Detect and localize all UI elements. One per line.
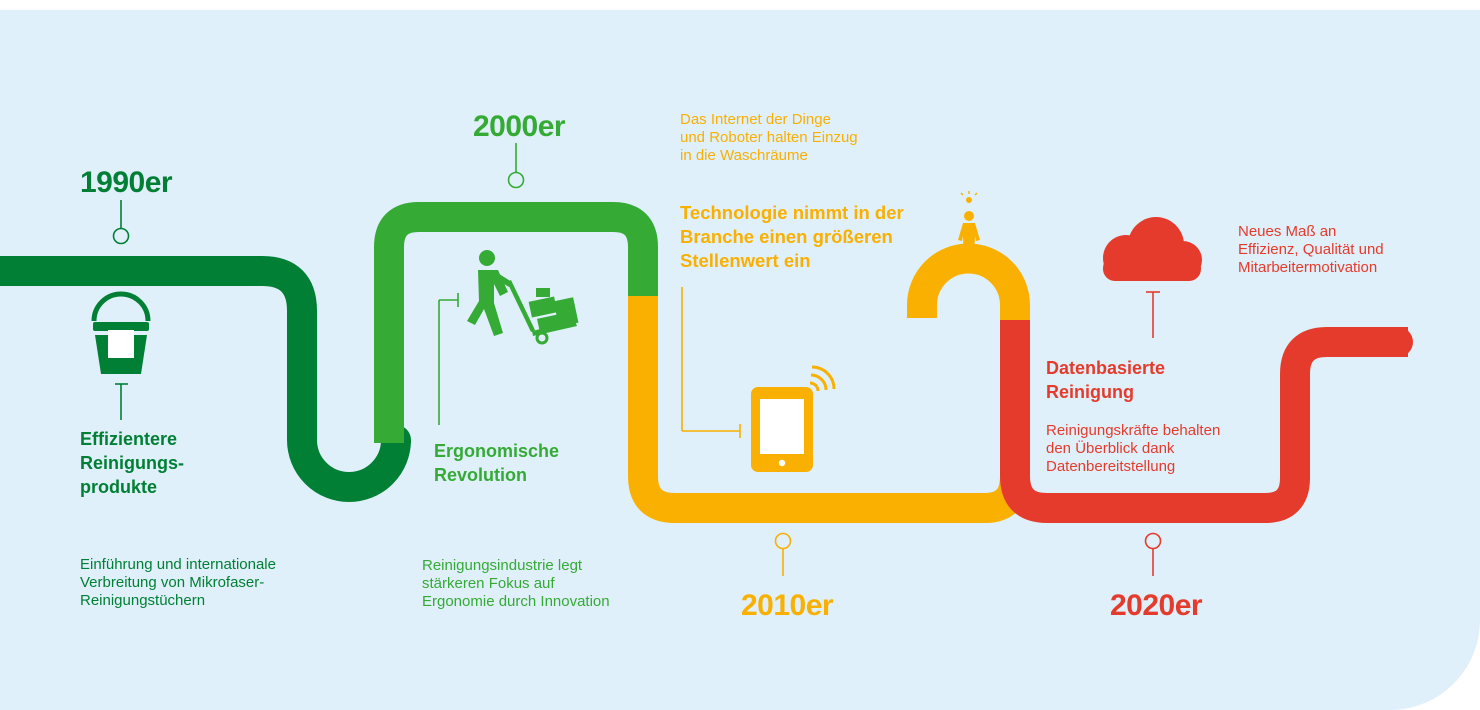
description-line: Reinigungsindustrie legt — [422, 557, 583, 574]
pin-2000s — [507, 143, 525, 189]
tablet-signal-icon — [751, 365, 836, 472]
intro-line: und Roboter halten Einzug — [680, 129, 858, 146]
heading-line: Effizientere — [80, 429, 178, 449]
road-segment-2000s — [374, 202, 658, 443]
intro-line: Mitarbeitermotivation — [1238, 259, 1378, 276]
heading-line: Revolution — [434, 464, 527, 485]
heading-line: Reinigungs- — [80, 452, 184, 473]
year-label-2010s: 2010er — [741, 589, 834, 622]
description-line: Einführung und internationale — [80, 556, 276, 573]
road-segment-1990s — [0, 256, 411, 502]
heading-line: Reinigung — [1046, 381, 1134, 402]
description-1990s: Einführung und internationale Verbreitun… — [80, 556, 276, 610]
year-label-2000s: 2000er — [473, 110, 566, 143]
heading-line: Stellenwert ein — [680, 250, 811, 272]
intro-line: in die Waschräume — [680, 147, 808, 164]
person-idea-icon — [958, 191, 980, 258]
description-line: Datenbereitstellung — [1046, 458, 1176, 475]
heading-line: Technologie nimmt in der — [680, 202, 904, 223]
description-line: Reinigungskräfte behalten — [1046, 422, 1221, 439]
timeline-background — [0, 10, 1480, 710]
heading-2010s: Technologie nimmt in der Branche einen g… — [680, 201, 904, 273]
intro-line: Effizienz, Qualität und — [1238, 241, 1384, 258]
bucket-icon — [91, 291, 151, 374]
connector-1990s-heading — [115, 383, 128, 420]
description-line: Verbreitung von Mikrofaser- — [80, 574, 265, 591]
connector-2020s-cloud — [1146, 291, 1160, 338]
heading-line: produkte — [80, 476, 158, 497]
pin-2020s — [1144, 532, 1162, 576]
heading-line: Ergonomische — [434, 441, 560, 461]
intro-line: Das Internet der Dinge — [680, 111, 831, 128]
description-2020s: Reinigungskräfte behalten den Überblick … — [1046, 422, 1220, 476]
heading-2020s: Datenbasierte Reinigung — [1046, 357, 1165, 405]
heading-1990s: Effizientere Reinigungs- produkte — [80, 428, 184, 500]
year-label-2020s: 2020er — [1110, 589, 1203, 622]
heading-line: Datenbasierte — [1046, 358, 1166, 378]
description-line: den Überblick dank — [1046, 440, 1175, 457]
heading-2000s: Ergonomische Revolution — [434, 440, 559, 488]
pin-2010s — [774, 532, 792, 576]
description-2000s: Reinigungsindustrie legt stärkeren Fokus… — [422, 557, 610, 611]
description-line: stärkeren Fokus auf — [422, 575, 555, 592]
description-line: Reinigungstüchern — [80, 592, 206, 609]
connector-2010s-heading — [681, 287, 741, 438]
intro-2020s: Neues Maß an Effizienz, Qualität und Mit… — [1238, 223, 1384, 277]
pin-1990s — [112, 200, 130, 245]
road-segment-2020s — [1000, 320, 1408, 523]
heading-line: Branche einen größeren — [680, 226, 893, 248]
intro-2010s: Das Internet der Dinge und Roboter halte… — [680, 111, 858, 165]
road-segment-2010s — [628, 243, 1030, 523]
connector-2000s-heading — [438, 293, 459, 425]
description-line: Ergonomie durch Innovation — [422, 593, 610, 610]
year-label-1990s: 1990er — [80, 166, 173, 199]
cloud-icon — [1103, 217, 1202, 281]
person-hand-truck-icon — [467, 250, 579, 345]
intro-line: Neues Maß an — [1238, 223, 1337, 240]
